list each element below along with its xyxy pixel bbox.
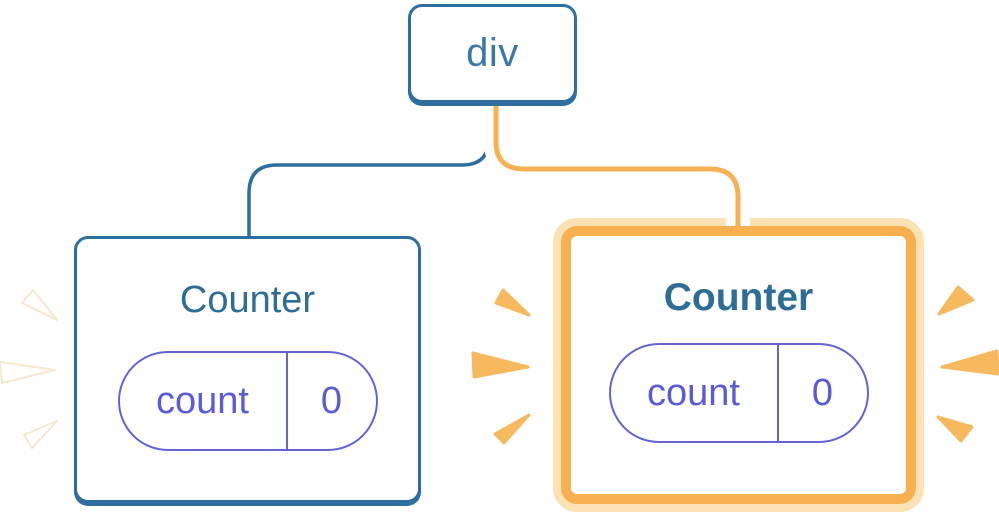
- sparks-middle-orange: [471, 288, 531, 445]
- tree-node-div-label: div: [466, 31, 519, 75]
- connector-right-edge: [493, 100, 741, 234]
- state-key: count: [120, 353, 288, 449]
- counter-card-left: Counter count 0: [74, 236, 421, 503]
- spark-icon: [936, 415, 974, 443]
- spark-icon: [21, 289, 58, 321]
- spark-icon: [0, 361, 56, 384]
- counter-card-right-highlighted: Counter count 0: [561, 226, 916, 504]
- spark-icon: [23, 420, 58, 449]
- spark-icon: [493, 413, 531, 445]
- spark-icon: [494, 288, 531, 317]
- counter-title: Counter: [179, 279, 316, 321]
- connector-left-edge: [247, 100, 491, 242]
- spark-icon: [937, 285, 975, 316]
- state-value: 0: [320, 379, 343, 422]
- state-pill: count 0: [117, 351, 378, 451]
- spark-icon: [471, 351, 530, 379]
- tree-node-div: div: [408, 4, 577, 103]
- sparks-right-orange: [936, 285, 999, 443]
- counter-title: Counter: [663, 276, 814, 319]
- state-value: 0: [811, 371, 834, 414]
- state-pill: count 0: [608, 343, 869, 443]
- sparks-left-white: [0, 289, 58, 449]
- state-key: count: [611, 345, 779, 441]
- spark-icon: [940, 349, 999, 376]
